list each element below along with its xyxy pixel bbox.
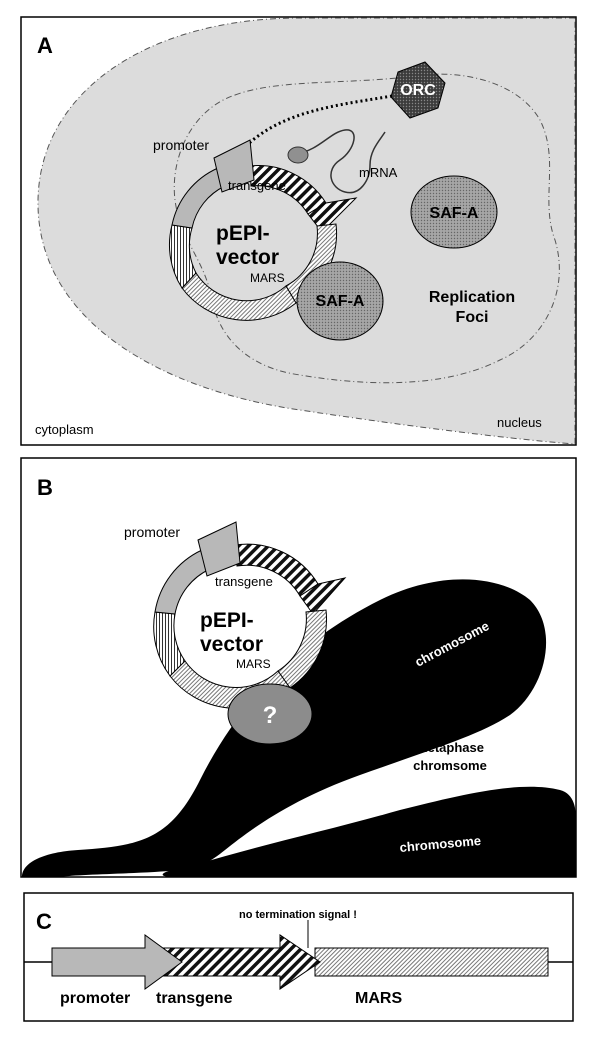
unknown-tether-protein (227, 683, 313, 745)
vector-label-b-line1: pEPI- (200, 609, 254, 632)
nucleus-label: nucleus (497, 415, 542, 430)
mars-element-c (314, 947, 549, 977)
promoter-arrowhead-a (213, 139, 255, 193)
chromosome-label-2: chromosome (399, 833, 482, 855)
question-mark-label: ? (263, 702, 278, 729)
cytoplasm-label: cytoplasm (35, 422, 94, 437)
metaphase-label-line1: metaphase (416, 740, 484, 755)
saf-a-label-1: SAF-A (430, 205, 479, 222)
termination-note: no termination signal ! (239, 909, 357, 921)
vector-label-a-line1: pEPI- (216, 222, 270, 245)
replication-foci-line2: Foci (456, 309, 489, 326)
saf-a-protein-1 (410, 175, 498, 249)
mars-label-a: MARS (250, 271, 285, 285)
mars-label-c: MARS (355, 990, 402, 1007)
plasmid-a (168, 139, 358, 321)
promoter-label-b: promoter (124, 524, 180, 540)
transgene-label-a: transgene (228, 178, 286, 193)
chromosome-2 (162, 786, 576, 877)
replication-foci-line1: Replication (429, 289, 515, 306)
saf-a-label-2: SAF-A (316, 293, 365, 310)
panel-b: B chromosome chromosome metaphase chroms… (20, 457, 577, 878)
mars-label-b: MARS (236, 657, 271, 671)
transgene-label-c: transgene (156, 990, 233, 1007)
ribosome (287, 146, 309, 164)
panel-letter-b: B (37, 475, 53, 500)
vector-label-a-line2: vector (216, 246, 279, 269)
panel-letter-a: A (37, 33, 53, 58)
metaphase-label-line2: chromsome (413, 758, 487, 773)
mrna-strand (295, 129, 386, 194)
panel-letter-c: C (36, 909, 52, 934)
vector-label-b-line2: vector (200, 633, 263, 656)
promoter-arrowhead-b (197, 521, 241, 577)
panel-a: A ORC mRNA promoter transgene pEPI- vect… (20, 16, 577, 446)
transgene-element-c (144, 934, 321, 990)
saf-a-protein-2 (296, 261, 384, 341)
mrna-label: mRNA (359, 165, 398, 180)
promoter-label-a: promoter (153, 137, 209, 153)
transgene-label-b: transgene (215, 574, 273, 589)
orc-label: ORC (400, 82, 436, 99)
orc-binding-arrow (240, 94, 393, 152)
promoter-element-c (51, 934, 183, 990)
cell-body (37, 17, 576, 445)
panel-c: C no termination signal ! promoter trans… (23, 892, 574, 1022)
promoter-label-c: promoter (60, 990, 130, 1007)
